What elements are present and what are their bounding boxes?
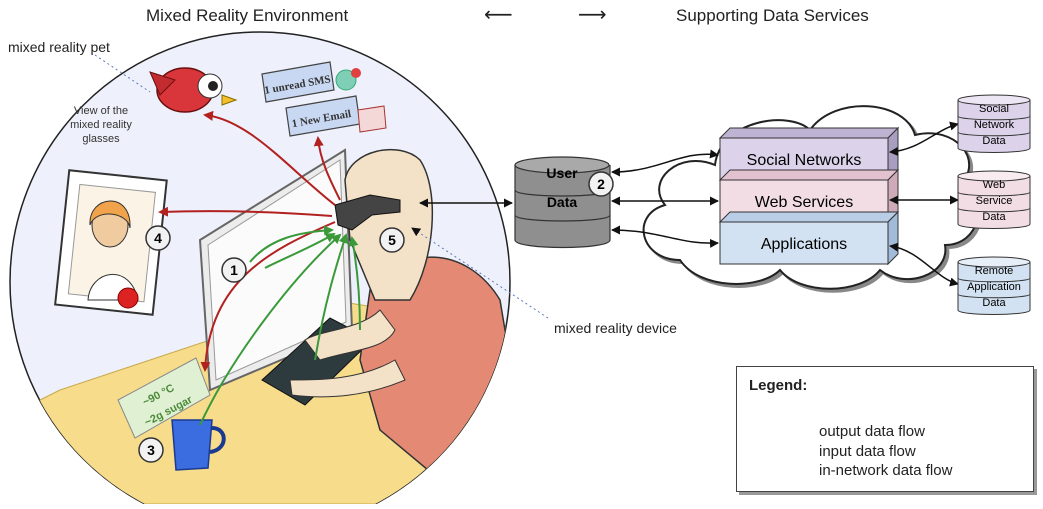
marker-3: 3 bbox=[138, 437, 164, 463]
input-arrow-mug bbox=[199, 233, 342, 426]
store-remote-line1: Remote bbox=[975, 265, 1014, 277]
store-social-line3: Data bbox=[982, 135, 1006, 147]
db-label-data: Data bbox=[547, 194, 578, 210]
device-pointer bbox=[411, 227, 549, 319]
store-social-line1: Social bbox=[979, 103, 1009, 115]
applications-box bbox=[719, 221, 889, 265]
input-arrow-hands bbox=[348, 236, 361, 331]
store-web-line2: Service bbox=[976, 195, 1013, 207]
header-arrow-right: ⟶ bbox=[578, 4, 607, 26]
marker-2: 2 bbox=[588, 171, 614, 197]
legend-title: Legend: bbox=[749, 377, 808, 394]
svg-text:3: 3 bbox=[147, 442, 155, 458]
svg-text:1: 1 bbox=[230, 262, 238, 278]
web-service-store bbox=[957, 170, 1031, 229]
web-services-label: Web Services bbox=[755, 194, 853, 211]
svg-text:2: 2 bbox=[597, 176, 605, 192]
service-store-arrows bbox=[889, 121, 959, 287]
header-left: Mixed Reality Environment bbox=[146, 6, 349, 25]
svg-text:5: 5 bbox=[388, 232, 396, 248]
db-label-user: User bbox=[546, 165, 578, 181]
device-label: mixed reality device bbox=[554, 320, 677, 336]
store-remote-line3: Data bbox=[982, 297, 1006, 309]
svg-text:4: 4 bbox=[154, 230, 162, 246]
db-service-arrows bbox=[611, 149, 719, 248]
user-data-db bbox=[514, 156, 611, 249]
marker-4: 4 bbox=[145, 225, 171, 251]
marker-1: 1 bbox=[221, 257, 247, 283]
marker-5: 5 bbox=[379, 227, 405, 253]
remote-app-store bbox=[957, 256, 1031, 315]
social-networks-label: Social Networks bbox=[747, 152, 862, 169]
input-arrow-keyboard bbox=[314, 233, 349, 361]
output-arrow-notify bbox=[313, 136, 341, 201]
store-social-line2: Network bbox=[974, 119, 1015, 131]
input-arrow-1 bbox=[249, 225, 334, 263]
input-flows bbox=[199, 225, 361, 426]
glasses-view-label: View of the mixed reality glasses bbox=[70, 105, 132, 145]
legend-output: output data flow bbox=[819, 423, 925, 440]
store-web-line1: Web bbox=[983, 179, 1005, 191]
pet-label: mixed reality pet bbox=[8, 39, 110, 55]
pet-pointer bbox=[94, 54, 151, 93]
legend: Legend: output data flow input data flow… bbox=[736, 366, 1034, 492]
legend-input: input data flow bbox=[819, 443, 916, 460]
applications-label: Applications bbox=[761, 236, 847, 253]
output-arrow-frame bbox=[158, 206, 333, 217]
legend-network: in-network data flow bbox=[819, 462, 953, 479]
input-arrow-1b bbox=[264, 232, 336, 269]
store-web-line3: Data bbox=[982, 211, 1006, 223]
header-arrow-left: ⟵ bbox=[484, 4, 513, 26]
service-boxes bbox=[718, 126, 900, 266]
social-network-store bbox=[957, 94, 1031, 153]
output-arrow-pet bbox=[203, 110, 336, 206]
store-remote-line2: Application bbox=[967, 281, 1021, 293]
header-right: Supporting Data Services bbox=[676, 6, 869, 25]
